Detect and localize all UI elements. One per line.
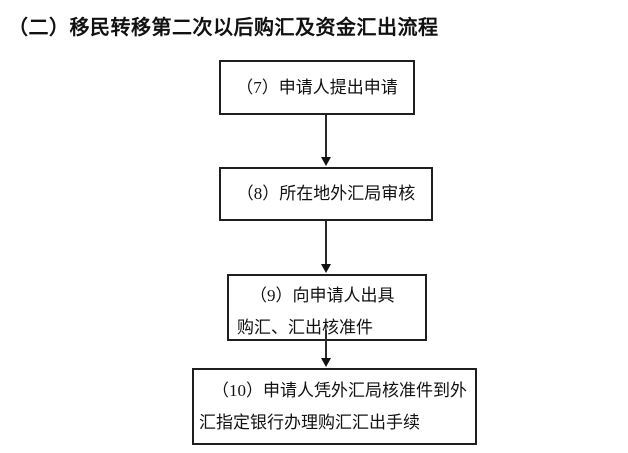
arrow-down-icon xyxy=(321,330,331,367)
flow-box-step-7-label: （7）申请人提出申请 xyxy=(236,77,398,97)
arrow-down-icon xyxy=(321,221,331,273)
flow-box-step-10-label-line-2: 汇指定银行办理购汇汇出手续 xyxy=(199,413,420,432)
flow-box-step-9-label-line-1: （9）向申请人出具 xyxy=(250,286,395,305)
flow-box-step-8-label: （8）所在地外汇局审核 xyxy=(236,184,416,203)
flow-box-step-10-label-line-1: （10）申请人凭外汇局核准件到外 xyxy=(212,381,467,400)
flow-box-step-9-label-line-2: 购汇、汇出核准件 xyxy=(237,318,373,337)
page-title: （二）移民转移第二次以后购汇及资金汇出流程 xyxy=(8,17,439,39)
flow-box-step-8: （8）所在地外汇局审核 xyxy=(219,167,433,221)
flow-box-step-9: （9）向申请人出具 购汇、汇出核准件 xyxy=(227,274,427,341)
flow-box-step-7: （7）申请人提出申请 xyxy=(219,60,415,115)
flow-box-step-10: （10）申请人凭外汇局核准件到外 汇指定银行办理购汇汇出手续 xyxy=(192,368,477,445)
arrow-down-icon xyxy=(321,115,331,166)
